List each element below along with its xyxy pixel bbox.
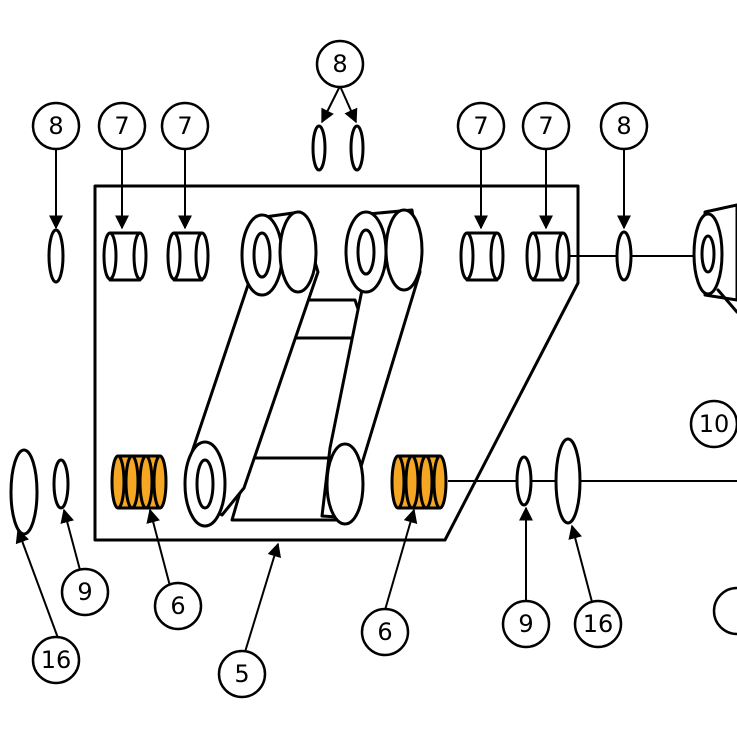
leader-arrows bbox=[15, 85, 631, 653]
svg-text:6: 6 bbox=[170, 592, 185, 620]
o-ring-right bbox=[615, 230, 633, 282]
callout-9-right: 9 bbox=[501, 599, 551, 649]
svg-text:7: 7 bbox=[538, 112, 553, 140]
top-o-ring-pair bbox=[311, 124, 365, 172]
callout-8-top: 8 bbox=[315, 39, 365, 89]
o-ring-left bbox=[47, 228, 65, 284]
callout-7-c: 7 bbox=[456, 101, 506, 151]
callout-9-left: 9 bbox=[60, 567, 110, 617]
svg-text:5: 5 bbox=[234, 660, 249, 688]
assembly-boundary bbox=[93, 184, 580, 542]
svg-text:16: 16 bbox=[41, 646, 72, 674]
svg-text:10: 10 bbox=[699, 410, 730, 438]
callout-16-left: 16 bbox=[31, 635, 81, 685]
small-o-ring-lower-right bbox=[515, 455, 533, 507]
highlighted-bushing-left bbox=[110, 454, 168, 510]
bushing-left-b bbox=[166, 231, 210, 282]
svg-text:8: 8 bbox=[48, 112, 63, 140]
svg-text:6: 6 bbox=[377, 618, 392, 646]
highlighted-bushing-right bbox=[390, 454, 448, 510]
svg-text:8: 8 bbox=[616, 112, 631, 140]
large-o-ring-right bbox=[554, 437, 582, 525]
svg-text:8: 8 bbox=[332, 50, 347, 78]
callout-partial-right-edge bbox=[712, 586, 737, 636]
svg-text:7: 7 bbox=[114, 112, 129, 140]
large-o-ring-left bbox=[9, 448, 39, 536]
svg-text:9: 9 bbox=[518, 610, 533, 638]
callout-6-right: 6 bbox=[360, 607, 410, 657]
callout-7-b: 7 bbox=[160, 101, 210, 151]
bushing-right-b bbox=[525, 231, 571, 282]
svg-text:16: 16 bbox=[583, 610, 614, 638]
small-o-ring-lower-left bbox=[52, 458, 70, 510]
callout-5: 5 bbox=[217, 649, 267, 699]
svg-text:7: 7 bbox=[473, 112, 488, 140]
callout-16-right: 16 bbox=[573, 599, 623, 649]
callout-10: 10 bbox=[689, 399, 737, 449]
callout-8-right: 8 bbox=[599, 101, 649, 151]
callout-7-a: 7 bbox=[97, 101, 147, 151]
svg-text:7: 7 bbox=[177, 112, 192, 140]
bushing-right-a bbox=[459, 231, 505, 282]
callout-6-left: 6 bbox=[153, 581, 203, 631]
h-link bbox=[183, 208, 424, 528]
part-10-cylinder bbox=[692, 203, 737, 314]
svg-text:9: 9 bbox=[77, 578, 92, 606]
callout-7-d: 7 bbox=[521, 101, 571, 151]
callout-8-left: 8 bbox=[31, 101, 81, 151]
bushing-left-a bbox=[102, 231, 148, 282]
